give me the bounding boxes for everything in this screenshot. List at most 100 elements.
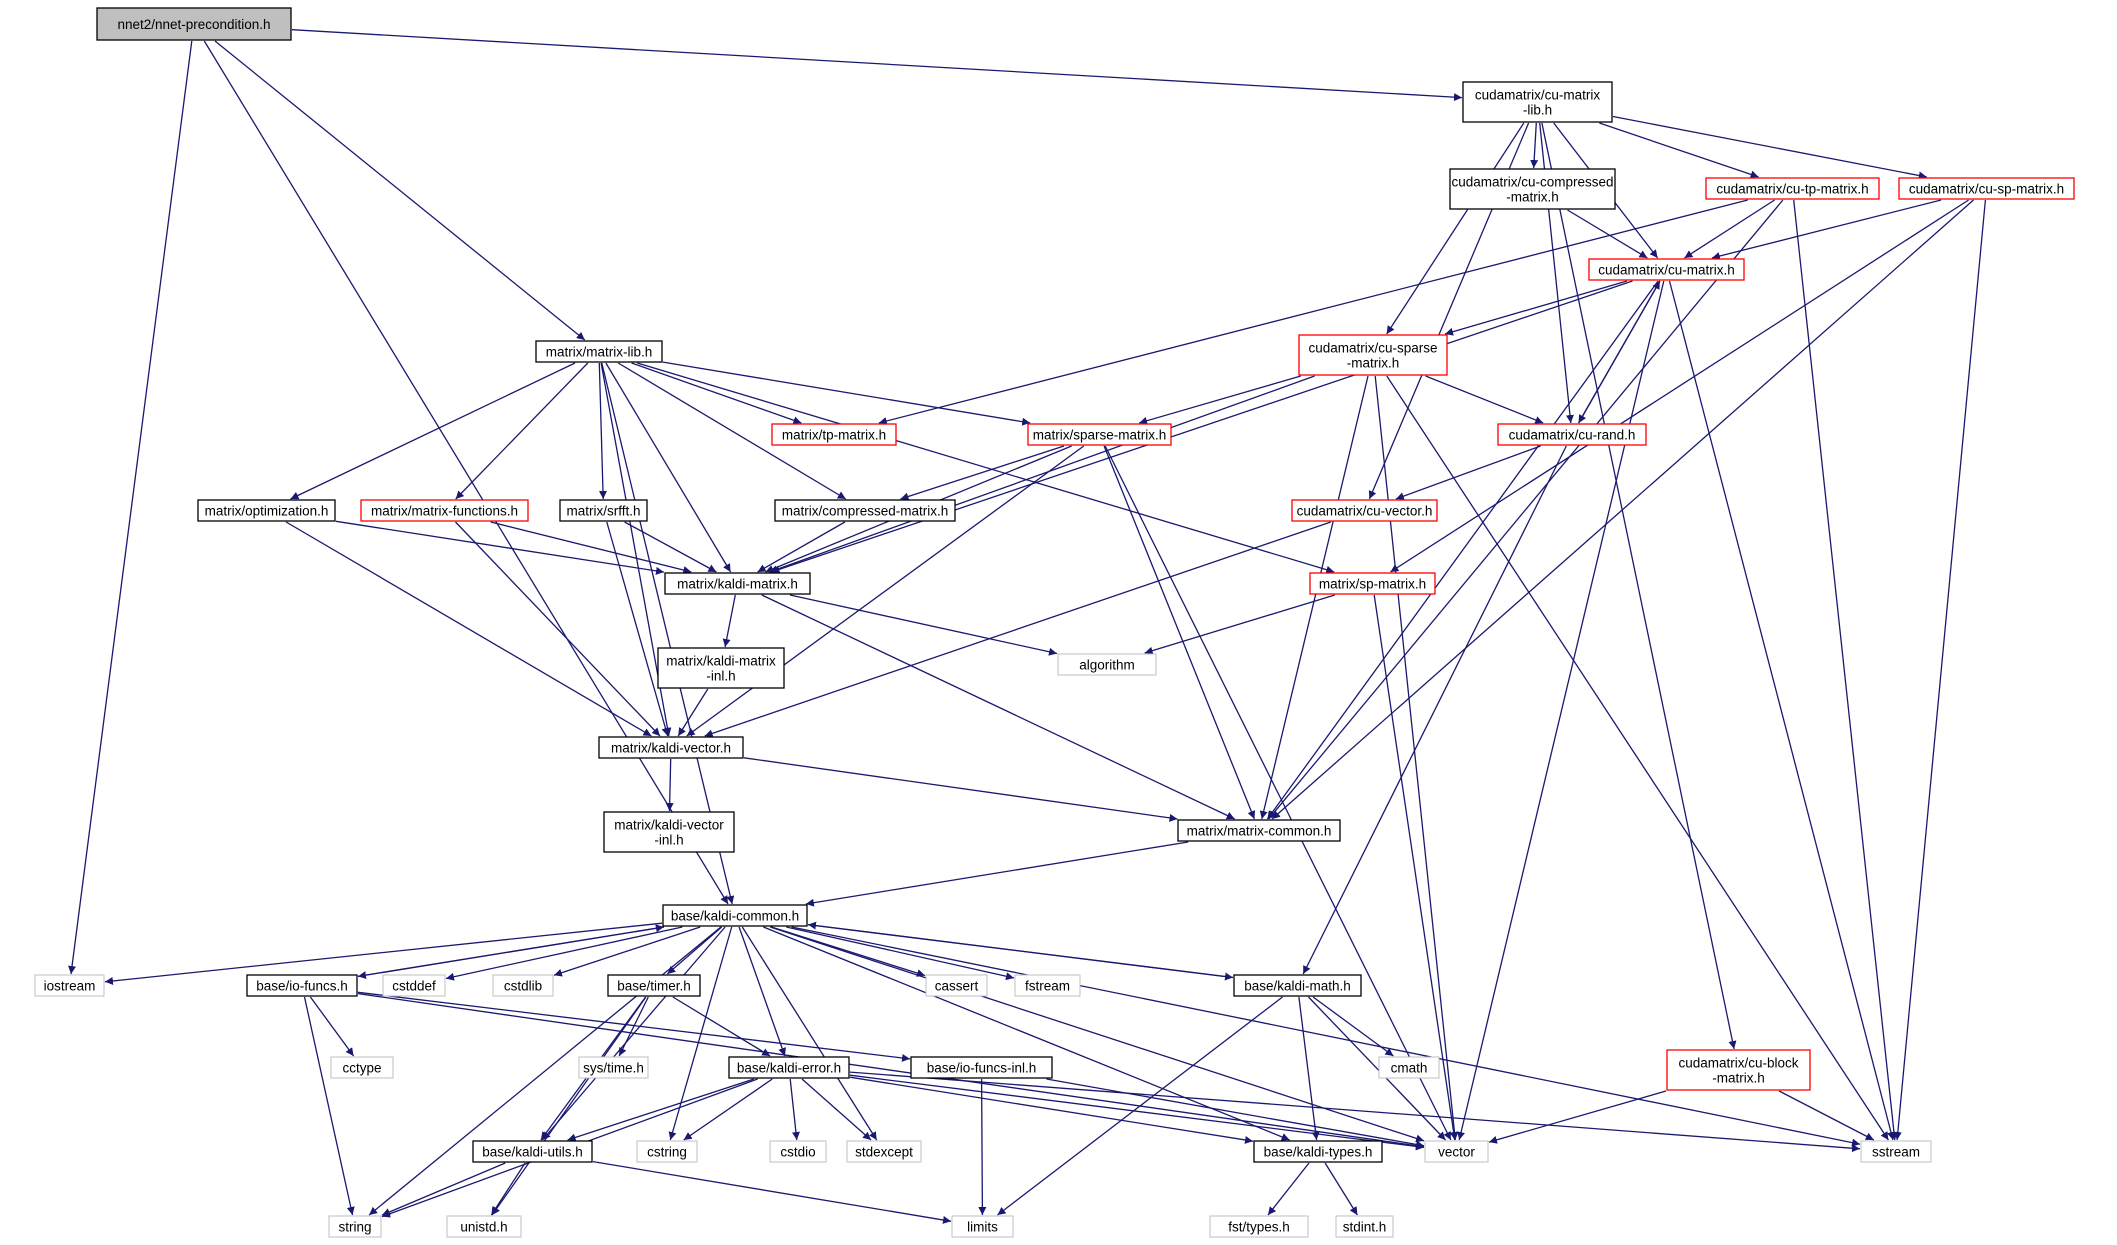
node-box-cstdlib [492,974,554,997]
node-label-cuvector: cudamatrix/cu-vector.h [1297,504,1433,519]
edge-kalditypes-to-fsttypes [1267,1162,1310,1216]
node-box-timer [607,974,701,997]
node-box-matrixlib [535,340,663,363]
node-label-cmath: cmath [1391,1061,1428,1076]
node-spmatrix[interactable]: matrix/sp-matrix.h [1309,572,1436,595]
node-kalditypes[interactable]: base/kaldi-types.h [1253,1140,1383,1163]
node-box-fstream [1014,974,1081,997]
node-label-kaldiutils: base/kaldi-utils.h [482,1145,583,1160]
edge-kaldimath-to-limits [997,996,1283,1216]
node-label-vector: vector [1438,1145,1475,1160]
node-timer[interactable]: base/timer.h [607,974,701,997]
edge-cusp-to-matrixcommon [1271,199,1974,820]
node-box-cusparse [1298,334,1448,376]
edge-timer-to-kaldierror [672,996,771,1057]
node-optimization[interactable]: matrix/optimization.h [197,499,336,522]
node-label-spmatrix: matrix/sp-matrix.h [1319,577,1426,592]
node-cctype: cctype [330,1056,394,1079]
node-box-kaldimath [1233,974,1362,997]
node-cublock[interactable]: cudamatrix/cu-block-matrix.h [1666,1049,1811,1091]
node-kaldicommon[interactable]: base/kaldi-common.h [662,904,808,927]
node-label-cucompressed-line-1: -matrix.h [1506,190,1559,205]
node-root[interactable]: nnet2/nnet-precondition.h [96,7,292,41]
node-sparsematrix[interactable]: matrix/sparse-matrix.h [1027,423,1172,446]
node-kaldivectorinl[interactable]: matrix/kaldi-vector-inl.h [603,811,735,853]
edge-kaldiutils-to-string [381,1162,506,1216]
node-label-cusparse-line-0: cudamatrix/cu-sparse [1308,341,1437,356]
node-sstream: sstream [1860,1140,1932,1163]
node-label-kaldierror: base/kaldi-error.h [737,1061,841,1076]
node-label-sparsematrix: matrix/sparse-matrix.h [1033,428,1167,443]
node-matrixcommon[interactable]: matrix/matrix-common.h [1177,819,1341,842]
edge-cublock-to-vector [1488,1090,1667,1144]
node-box-cublock [1666,1049,1811,1091]
node-srfft[interactable]: matrix/srfft.h [559,499,648,522]
edge-spmatrix-to-algorithm [1144,594,1335,655]
edge-kaldicommon-to-iostream [104,922,663,985]
node-kaldivector[interactable]: matrix/kaldi-vector.h [598,736,744,759]
edge-kaldierror-to-kalditypes [849,1076,1254,1144]
edge-curand-to-kaldimath [1302,445,1567,975]
node-cutp[interactable]: cudamatrix/cu-tp-matrix.h [1705,177,1880,200]
node-cucompressed[interactable]: cudamatrix/cu-compressed-matrix.h [1449,168,1616,210]
node-compressed[interactable]: matrix/compressed-matrix.h [774,499,956,522]
node-cuvector[interactable]: cudamatrix/cu-vector.h [1291,499,1438,522]
node-kaldimatrix[interactable]: matrix/kaldi-matrix.h [664,572,811,595]
node-iofuncsinl[interactable]: base/io-funcs-inl.h [910,1056,1053,1079]
node-label-kaldimatrixinl-line-0: matrix/kaldi-matrix [666,654,776,669]
node-box-stdexcept [846,1140,922,1163]
node-matrixlib[interactable]: matrix/matrix-lib.h [535,340,663,363]
node-cumatrix[interactable]: cudamatrix/cu-matrix.h [1588,258,1745,281]
node-kaldierror[interactable]: base/kaldi-error.h [728,1056,850,1079]
node-tpmatrix[interactable]: matrix/tp-matrix.h [771,423,897,446]
node-box-matrixfunctions [360,499,529,522]
node-box-kaldivectorinl [603,811,735,853]
node-box-sparsematrix [1027,423,1172,446]
edge-matrixlib-to-spmatrix [637,362,1335,574]
edge-kaldicommon-to-sstream [791,926,1861,1147]
edge-matrixlib-to-compressed [617,362,847,500]
node-cstddef: cstddef [382,974,446,997]
node-label-systime: sys/time.h [583,1061,644,1076]
node-kaldimath[interactable]: base/kaldi-math.h [1233,974,1362,997]
node-cstdio: cstdio [769,1140,827,1163]
edge-kaldicommon-to-timer [666,926,723,975]
node-cusparse[interactable]: cudamatrix/cu-sparse-matrix.h [1298,334,1448,376]
edge-cucompressed-to-cumatrix [1567,209,1648,259]
node-iofuncs[interactable]: base/io-funcs.h [246,974,358,997]
edge-matrixlib-to-kaldimatrix [605,362,732,573]
edge-iofuncs-to-cctype [309,996,355,1057]
node-label-cstring: cstring [647,1145,687,1160]
node-label-cassert: cassert [935,979,979,994]
edge-cumatrixlib-to-cutp [1599,122,1759,179]
node-kaldimatrixinl[interactable]: matrix/kaldi-matrix-inl.h [657,647,785,689]
edge-spmatrix-to-vector [1373,594,1458,1141]
node-box-systime [578,1056,649,1079]
node-box-cutp [1705,177,1880,200]
node-vector: vector [1424,1140,1489,1163]
node-curand[interactable]: cudamatrix/cu-rand.h [1497,423,1647,446]
edge-root-to-matrixlib [214,40,586,341]
node-kaldiutils[interactable]: base/kaldi-utils.h [472,1140,593,1163]
node-unistd: unistd.h [446,1215,522,1238]
edge-kaldicommon-to-kalditypes [763,926,1290,1141]
edge-kaldierror-to-vector [849,1074,1425,1151]
edge-kaldivector-to-matrixcommon [743,757,1178,822]
node-label-cublock-line-0: cudamatrix/cu-block [1678,1056,1798,1071]
node-cusp[interactable]: cudamatrix/cu-sp-matrix.h [1898,177,2075,200]
edge-cutp-to-sstream [1793,199,1898,1141]
edge-kaldicommon-to-stdexcept [741,926,878,1141]
edge-kaldimatrix-to-algorithm [789,594,1058,656]
edge-cumatrix-to-sstream [1668,280,1895,1141]
edge-cusparse-to-sstream [1386,375,1889,1141]
edge-iofuncsinl-to-vector [1046,1078,1425,1149]
edge-kaldimatrix-to-matrixcommon [761,594,1235,820]
node-cumatrixlib[interactable]: cudamatrix/cu-matrix-lib.h [1462,81,1613,123]
edge-cumatrixlib-to-cucompressed [1530,122,1539,169]
node-matrixfunctions[interactable]: matrix/matrix-functions.h [360,499,529,522]
node-box-algorithm [1057,653,1157,676]
edge-cumatrix-to-vector [1457,280,1665,1141]
edge-kaldimath-to-kalditypes [1298,996,1320,1141]
node-string: string [328,1215,382,1238]
edge-cumatrix-to-cusparse [1444,280,1628,336]
